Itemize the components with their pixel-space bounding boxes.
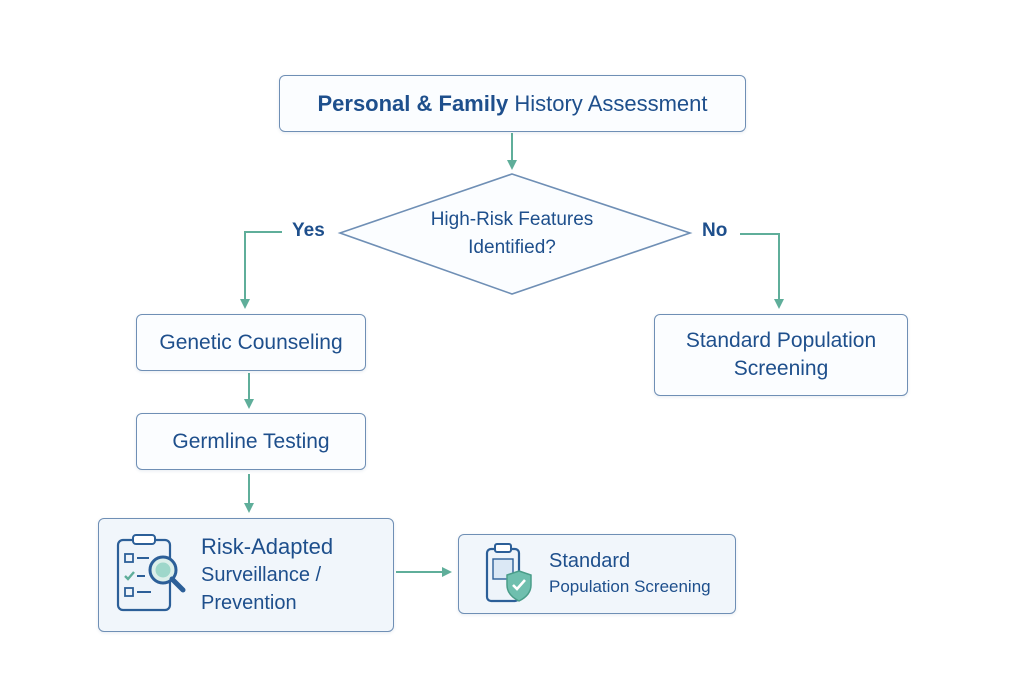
- standard-bottom-line-1: Standard: [549, 550, 631, 572]
- no-label: No: [702, 220, 728, 241]
- risk-adapted-line-3: Prevention: [201, 592, 297, 614]
- risk-adapted-line-2: Surveillance /: [201, 564, 322, 586]
- risk-adapted-box: Risk-Adapted Surveillance / Prevention: [98, 518, 394, 632]
- genetic-counseling-label: Genetic Counseling: [159, 330, 343, 354]
- assessment-bold-text: Personal & Family: [317, 90, 509, 116]
- arrow-yes-branch: [240, 231, 282, 309]
- decision-line-1: High-Risk Features: [430, 209, 594, 230]
- germline-testing-box: Germline Testing: [136, 413, 366, 470]
- standard-bottom-line-2: Population Screening: [549, 577, 711, 596]
- clipboard-shield-check-icon: [485, 543, 532, 603]
- standard-screening-line-2: Screening: [733, 357, 829, 380]
- checklist-magnifier-icon: [116, 534, 186, 612]
- standard-screening-box: Standard Population Screening: [654, 314, 908, 396]
- genetic-counseling-box: Genetic Counseling: [136, 314, 366, 371]
- standard-screening-bottom-box: Standard Population Screening: [458, 534, 736, 614]
- decision-diamond: [337, 173, 693, 295]
- standard-screening-line-1: Standard Population: [685, 329, 877, 352]
- assessment-box: Personal & Family History Assessment: [279, 75, 746, 132]
- decision-text: High-Risk Features Identified?: [380, 206, 644, 262]
- germline-testing-label: Germline Testing: [172, 429, 330, 453]
- decision-line-2: Identified?: [468, 237, 556, 258]
- arrow-no-branch: [740, 233, 784, 309]
- risk-adapted-line-1: Risk-Adapted: [201, 534, 334, 559]
- assessment-rest-text: History Assessment: [514, 90, 708, 116]
- yes-label: Yes: [292, 220, 325, 241]
